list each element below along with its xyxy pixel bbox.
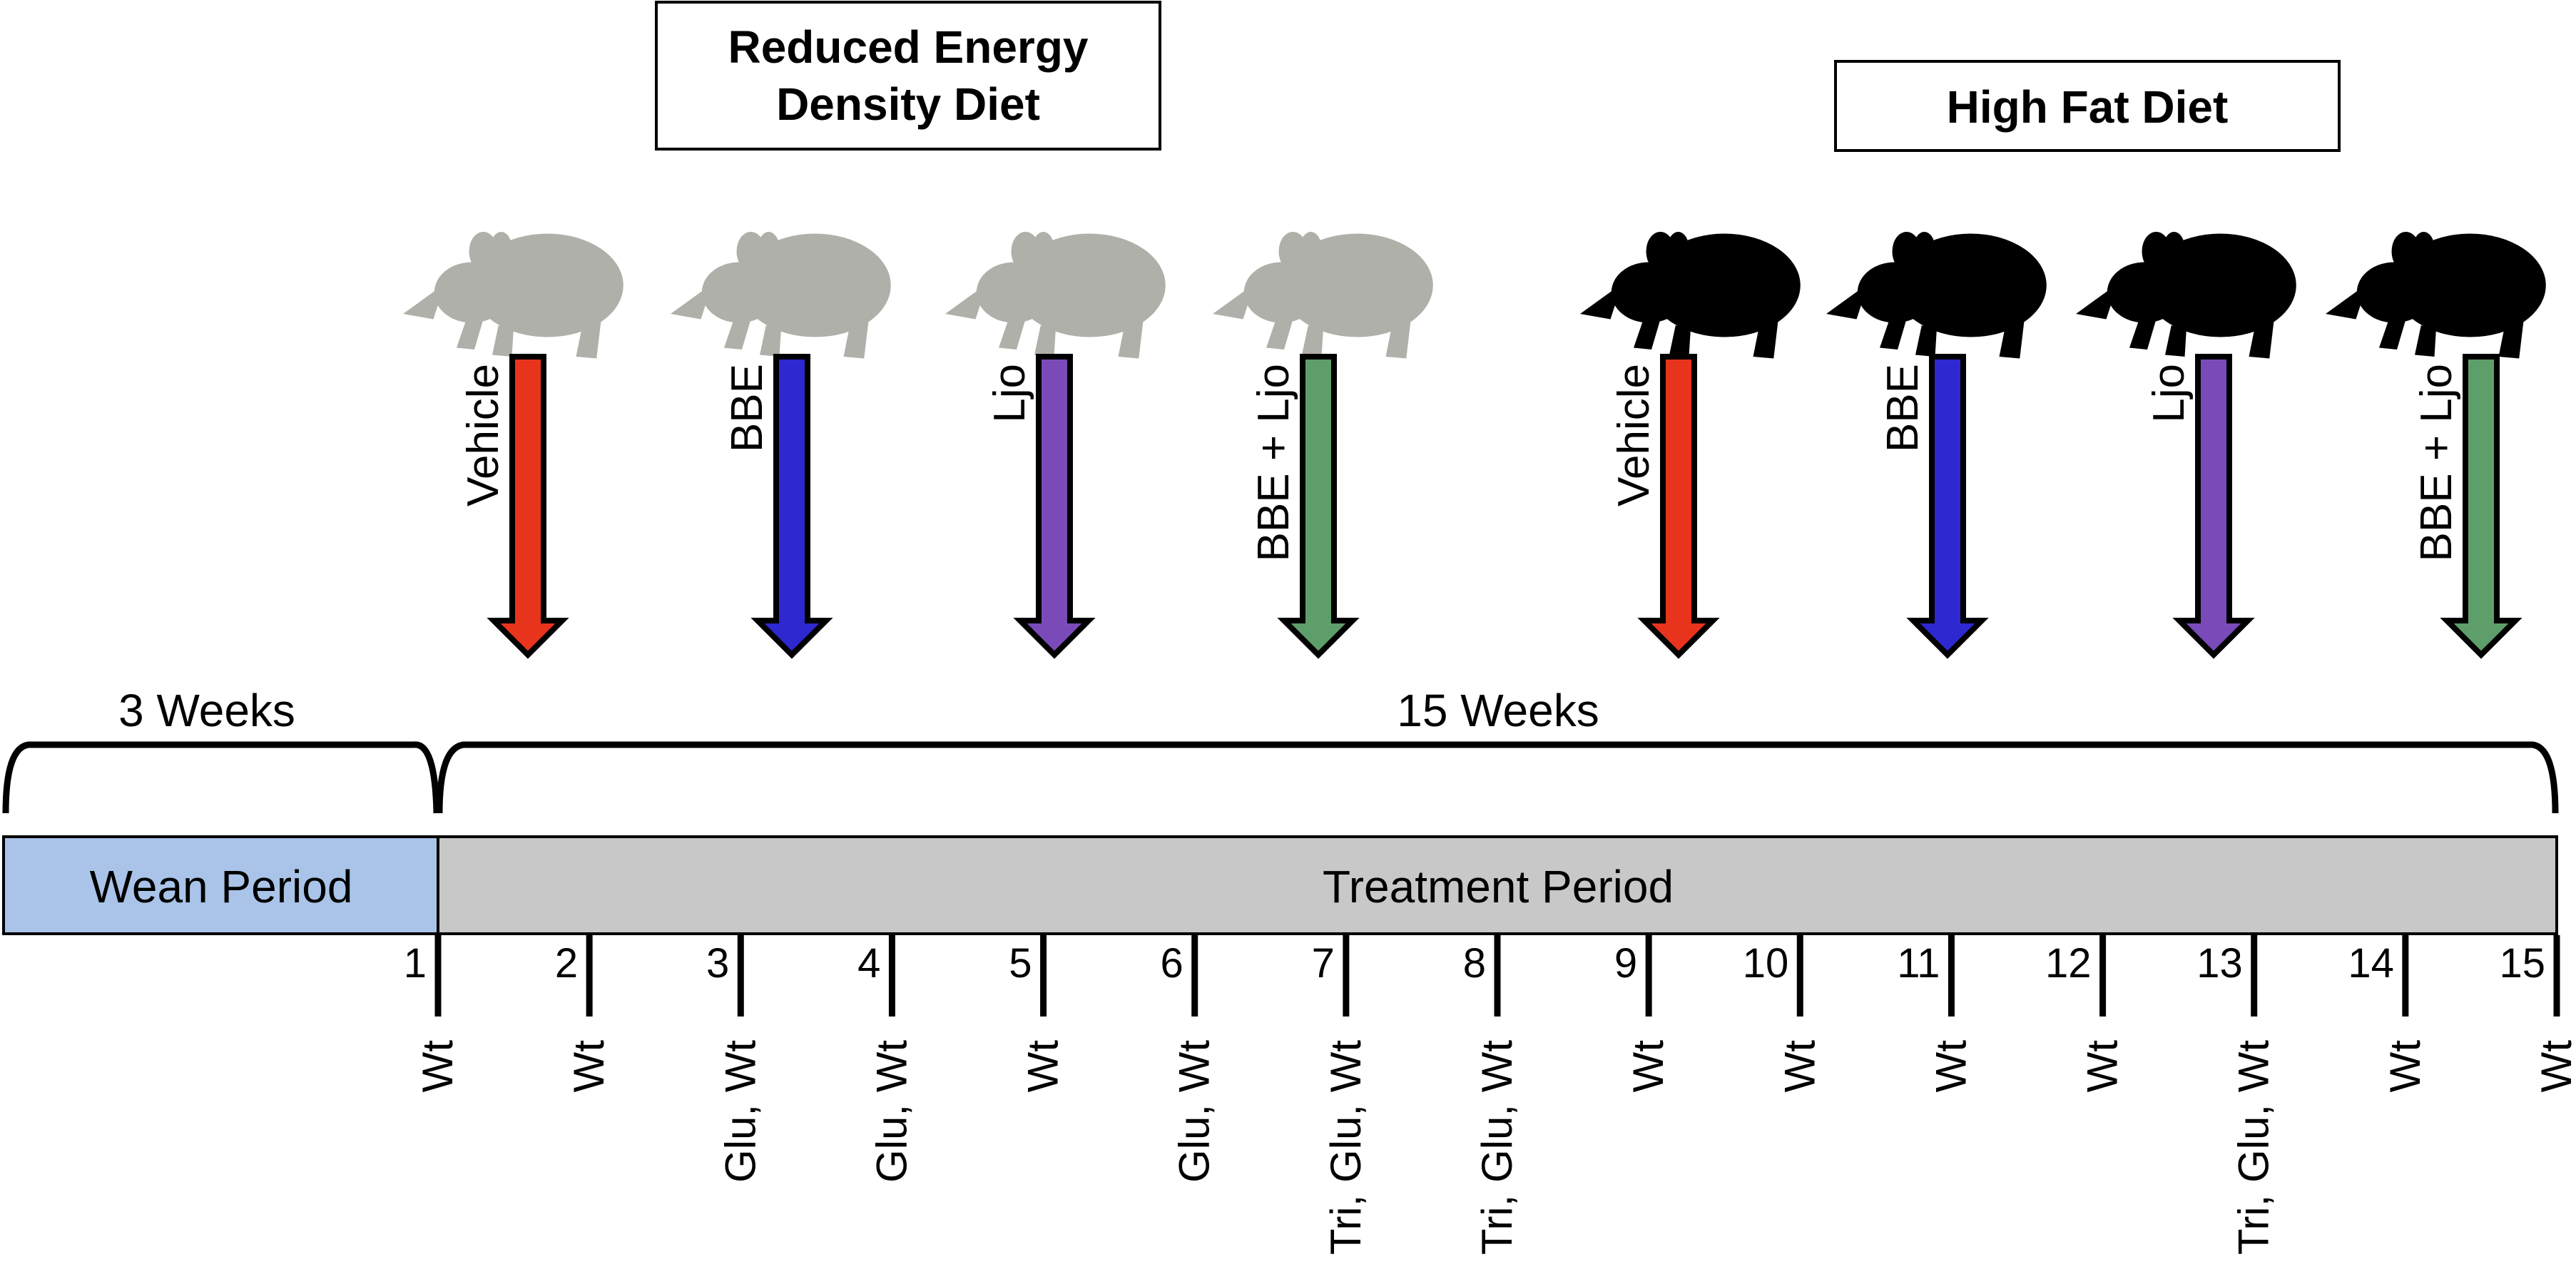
wean-period-bar: Wean Period [2,835,439,935]
treatment-group: Vehicle [1580,232,1801,659]
measurement-label: Wt [414,1040,462,1093]
treatment-duration-label: 15 Weeks [1397,685,1599,736]
measurement-label: Glu, Wt [1171,1040,1218,1183]
week-number: 5 [1009,940,1032,987]
measurement-label: Wt [1776,1040,1823,1093]
treatment-label: BBE [1878,364,1928,452]
rat-icon [1580,232,1801,359]
treatment-period-bar: Treatment Period [437,835,2558,935]
measurement-label: Tri, Glu, Wt [1322,1040,1370,1255]
rat-icon [2326,232,2546,359]
diet-title-high-fat: High Fat Diet [1947,81,2229,133]
measurement-label: Wt [1019,1040,1067,1093]
week-number: 11 [1897,940,1940,987]
diet-box-high-fat: High Fat Diet [1834,60,2341,152]
treatment-arrow [1013,354,1096,659]
week-number: 10 [1743,940,1789,987]
treatment-label: Vehicle [1609,364,1659,506]
measurement-label: Tri, Glu, Wt [2230,1040,2278,1255]
treatment-arrow [1637,354,1720,659]
treatment-group: Ljo [2076,232,2296,659]
wean-duration-label: 3 Weeks [118,685,295,736]
rat-icon [403,232,623,359]
measurement-label: Wt [2532,1040,2576,1093]
measurement-label: Tri, Glu, Wt [1473,1040,1521,1255]
treatment-arrow [1277,354,1360,659]
rat-icon [1826,232,2047,359]
measurement-label: Wt [1624,1040,1672,1093]
week-number: 8 [1463,940,1486,987]
treatment-label: BBE + Ljo [1249,364,1298,561]
measurement-label: Wt [565,1040,613,1093]
treatment-group: Vehicle [403,232,623,659]
treatment-group: BBE + Ljo [2326,232,2546,659]
measurement-label: Wt [2079,1040,2127,1093]
diet-box-reduced-energy: Reduced Energy Density Diet [655,1,1161,151]
week-number: 3 [706,940,729,987]
treatment-group: BBE + Ljo [1213,232,1433,659]
wean-period-label: Wean Period [90,861,353,912]
measurement-label: Glu, Wt [716,1040,764,1183]
rat-icon [2076,232,2296,359]
week-number: 12 [2045,940,2092,987]
wean-brace: 3 Weeks [2,685,440,814]
week-number: 4 [857,940,880,987]
measurement-label: Glu, Wt [867,1040,915,1183]
treatment-label: Vehicle [459,364,508,506]
rat-icon [945,232,1166,359]
week-number: 14 [2348,940,2394,987]
treatment-period-label: Treatment Period [1323,861,1674,912]
week-number: 6 [1160,940,1183,987]
treatment-label: BBE [723,364,772,452]
week-number: 9 [1614,940,1637,987]
week-number: 15 [2499,940,2545,987]
week-number: 7 [1312,940,1335,987]
diet-title-reduced-energy-line1: Reduced Energy [728,21,1088,73]
treatment-arrow [2172,354,2255,659]
treatment-label: BBE + Ljo [2412,364,2461,561]
treatment-group: BBE [671,232,891,659]
treatment-arrow [487,354,569,659]
treatment-groups: Vehicle BBE Ljo BBE + Ljo Vehicle BBE Ljo BBE +… [403,232,2546,659]
measurement-label: Wt [1927,1040,1975,1093]
treatment-group: BBE [1826,232,2047,659]
rat-icon [671,232,891,359]
treatment-label: Ljo [2144,364,2194,423]
treatment-arrow [1906,354,1989,659]
treatment-arrow [2440,354,2522,659]
week-number: 2 [555,940,578,987]
week-number: 13 [2196,940,2243,987]
treatment-arrow [750,354,833,659]
treatment-label: Ljo [985,364,1034,423]
diet-title-reduced-energy-line2: Density Diet [776,78,1040,130]
treatment-brace: 15 Weeks [436,685,2559,814]
treatment-group: Ljo [945,232,1166,659]
rat-icon [1213,232,1433,359]
measurement-label: Wt [2381,1040,2429,1093]
week-number: 1 [404,940,427,987]
